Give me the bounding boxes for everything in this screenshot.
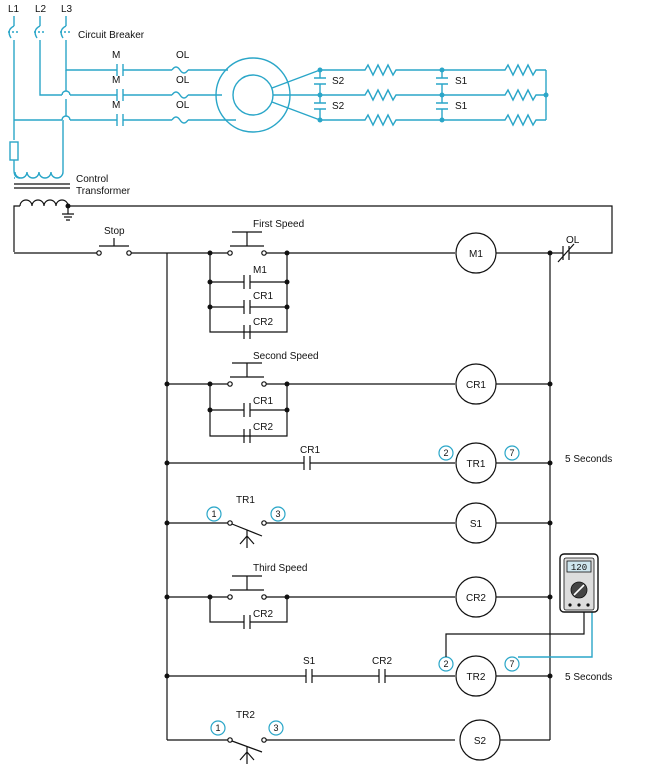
tr1-contact-terminal-3: 3 bbox=[275, 509, 280, 519]
control-transformer bbox=[13, 120, 74, 252]
overload-heaters bbox=[171, 66, 236, 124]
tr2-terminal-2: 2 bbox=[443, 659, 448, 669]
m-contacts bbox=[112, 64, 172, 126]
cr2-contact-label: CR2 bbox=[253, 317, 273, 328]
s2-label-1: S2 bbox=[332, 76, 345, 87]
r6-s1-label: S1 bbox=[303, 656, 316, 667]
coil-m1 bbox=[455, 232, 497, 274]
coil-cr1 bbox=[455, 363, 497, 405]
ol-label-3: OL bbox=[176, 100, 190, 111]
r2-cr1-label: CR1 bbox=[253, 396, 273, 407]
m1-contact-label: M1 bbox=[253, 265, 267, 276]
resistor-bank-2 bbox=[442, 63, 549, 127]
m-contact-label-2: M bbox=[112, 75, 120, 86]
multimeter: 120 bbox=[445, 553, 599, 658]
stop-button bbox=[96, 238, 132, 256]
line-label-l2: L2 bbox=[35, 4, 47, 15]
transformer-label-2: Transformer bbox=[76, 186, 131, 197]
tr1-terminal-2: 2 bbox=[443, 448, 448, 458]
s1-label-2: S1 bbox=[455, 101, 468, 112]
motor bbox=[215, 57, 321, 133]
coil-tr2-label: TR2 bbox=[467, 672, 486, 683]
r5-cr2-label: CR2 bbox=[253, 609, 273, 620]
coil-tr2 bbox=[455, 655, 497, 697]
coil-s1 bbox=[455, 502, 497, 544]
coil-s2 bbox=[459, 719, 501, 761]
circuit-breaker bbox=[8, 16, 70, 44]
line-label-l3: L3 bbox=[61, 4, 73, 15]
r3-cr1-label: CR1 bbox=[300, 445, 320, 456]
line-label-l1: L1 bbox=[8, 4, 20, 15]
coil-s1-label: S1 bbox=[470, 519, 483, 530]
r6-cr2-label: CR2 bbox=[372, 656, 392, 667]
meter-display bbox=[566, 560, 592, 573]
coil-cr2 bbox=[455, 576, 497, 618]
s1-label-1: S1 bbox=[455, 76, 468, 87]
circuit-breaker-label: Circuit Breaker bbox=[78, 30, 145, 41]
m-contact-label-3: M bbox=[112, 100, 120, 111]
coil-cr1-label: CR1 bbox=[466, 380, 486, 391]
tr1-terminal-7: 7 bbox=[509, 448, 514, 458]
coil-tr1 bbox=[455, 442, 497, 484]
power-circuit: L1 L2 L3 Circuit Breaker M M M bbox=[8, 4, 549, 252]
third-speed-button bbox=[227, 575, 267, 600]
ol-contact-label: OL bbox=[566, 235, 580, 246]
ol-label-1: OL bbox=[176, 50, 190, 61]
cr1-contact-label: CR1 bbox=[253, 291, 273, 302]
fuse bbox=[9, 141, 19, 161]
coil-m1-label: M1 bbox=[469, 249, 483, 260]
ol-contact bbox=[550, 243, 580, 263]
resistor-bank-1 bbox=[320, 63, 442, 127]
meter-reading: 120 bbox=[571, 563, 587, 573]
tr2-contact-terminal-1: 1 bbox=[215, 723, 220, 733]
ol-label-2: OL bbox=[176, 75, 190, 86]
stop-label: Stop bbox=[104, 226, 125, 237]
tr1-time-label: 5 Seconds bbox=[565, 454, 612, 465]
tr1-timed-contact bbox=[227, 520, 267, 548]
tr2-timed-contact bbox=[227, 737, 267, 764]
tr2-time-label: 5 Seconds bbox=[565, 672, 612, 683]
control-circuit: Stop OL First Speed M1 CR1 CR2 M1 bbox=[14, 205, 613, 764]
second-speed-button bbox=[227, 362, 267, 387]
s2-label-2: S2 bbox=[332, 101, 345, 112]
coil-cr2-label: CR2 bbox=[466, 593, 486, 604]
coil-s2-label: S2 bbox=[474, 736, 487, 747]
tr1-contact-terminal-1: 1 bbox=[211, 509, 216, 519]
second-speed-label: Second Speed bbox=[253, 351, 319, 362]
coil-tr1-label: TR1 bbox=[467, 459, 486, 470]
tr2-terminal-7: 7 bbox=[509, 659, 514, 669]
tr2-contact-terminal-3: 3 bbox=[273, 723, 278, 733]
transformer-label-1: Control bbox=[76, 174, 108, 185]
first-speed-label: First Speed bbox=[253, 219, 304, 230]
tr1-contact-label: TR1 bbox=[236, 495, 255, 506]
tr2-contact-label: TR2 bbox=[236, 710, 255, 721]
m-contact-label-1: M bbox=[112, 50, 120, 61]
third-speed-label: Third Speed bbox=[253, 563, 307, 574]
r2-cr2-label: CR2 bbox=[253, 422, 273, 433]
first-speed-button bbox=[227, 231, 267, 256]
